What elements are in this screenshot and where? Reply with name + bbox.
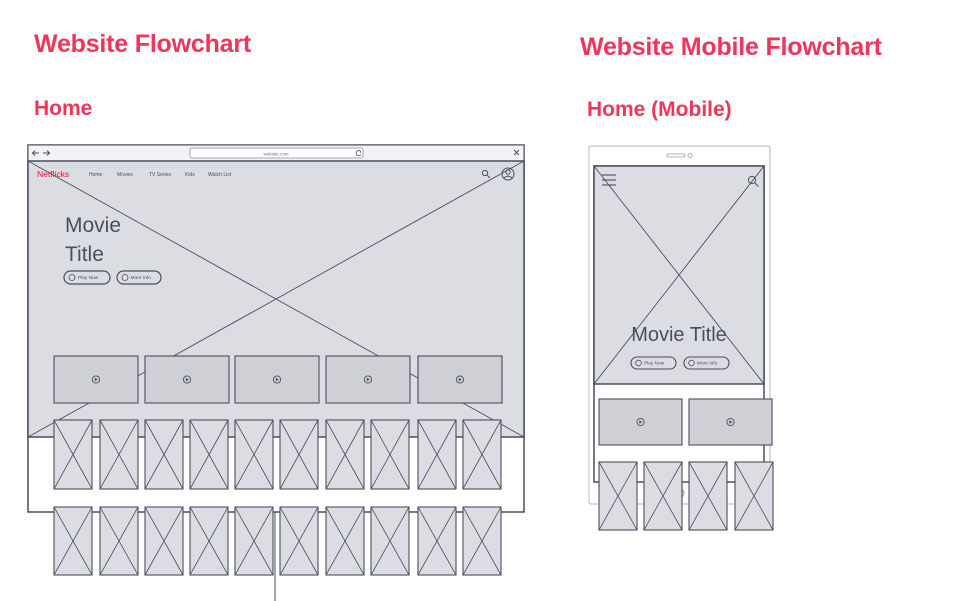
thumbnail-row1-tile-5[interactable] bbox=[234, 419, 274, 490]
nav-movies[interactable]: Movies bbox=[117, 172, 133, 178]
mobile-search-icon[interactable] bbox=[747, 175, 759, 187]
thumbnail-row1-tile-9[interactable] bbox=[417, 419, 457, 490]
play-icon bbox=[363, 375, 373, 384]
mobile-featured-tile-2[interactable] bbox=[688, 398, 773, 446]
featured-tile-1[interactable] bbox=[53, 355, 139, 404]
nav-watch-list[interactable]: Watch List bbox=[208, 172, 232, 178]
play-now-button[interactable]: Play Now bbox=[63, 270, 111, 285]
hero-title-line2: Title bbox=[65, 243, 104, 266]
thumbnail-row1-tile-10[interactable] bbox=[462, 419, 502, 490]
mobile-page-label: Home (Mobile) bbox=[587, 98, 732, 121]
thumbnail-row1-tile-3[interactable] bbox=[144, 419, 184, 490]
nav-home[interactable]: Home bbox=[89, 172, 103, 178]
close-icon[interactable] bbox=[513, 149, 520, 156]
search-icon[interactable] bbox=[481, 169, 491, 179]
hero-title-line1: Movie bbox=[65, 214, 121, 237]
thumbnail-row1-tile-7[interactable] bbox=[325, 419, 365, 490]
thumbnail-row2-tile-2[interactable] bbox=[99, 506, 139, 576]
nav-kids[interactable]: Kids bbox=[185, 172, 195, 178]
play-icon bbox=[91, 375, 101, 384]
nav-tv-series[interactable]: TV Series bbox=[149, 172, 171, 178]
thumbnail-row2-tile-10[interactable] bbox=[462, 506, 502, 576]
mobile-flowchart-title: Website Mobile Flowchart bbox=[580, 33, 882, 61]
play-icon bbox=[455, 375, 465, 384]
phone-camera bbox=[687, 153, 693, 158]
thumbnail-row2-tile-7[interactable] bbox=[325, 506, 365, 576]
play-icon bbox=[272, 375, 282, 384]
thumbnail-row2-tile-9[interactable] bbox=[417, 506, 457, 576]
mobile-thumbnail-tile-4[interactable] bbox=[734, 461, 774, 531]
thumbnail-row1-tile-1[interactable] bbox=[53, 419, 93, 490]
hamburger-menu-icon[interactable] bbox=[602, 174, 616, 186]
profile-icon[interactable] bbox=[501, 167, 515, 181]
play-icon bbox=[636, 417, 645, 427]
url-text: website.com bbox=[263, 151, 288, 156]
mobile-thumbnail-tile-2[interactable] bbox=[643, 461, 683, 531]
thumbnail-row2-tile-1[interactable] bbox=[53, 506, 93, 576]
mobile-featured-tile-1[interactable] bbox=[598, 398, 683, 446]
mobile-hero-title: Movie Title bbox=[631, 324, 727, 346]
reload-icon[interactable] bbox=[355, 150, 362, 157]
mobile-thumbnail-tile-1[interactable] bbox=[598, 461, 638, 531]
svg-text:More Info: More Info bbox=[131, 275, 152, 281]
desktop-flowchart-title: Website Flowchart bbox=[34, 30, 252, 58]
thumbnail-row1-tile-6[interactable] bbox=[279, 419, 319, 490]
mobile-more-info-button[interactable]: More Info bbox=[683, 356, 730, 370]
desktop-page-label: Home bbox=[34, 97, 93, 120]
svg-text:Play Now: Play Now bbox=[78, 275, 99, 281]
phone-speaker bbox=[666, 153, 686, 158]
more-info-button[interactable]: More Info bbox=[116, 270, 162, 285]
featured-tile-3[interactable] bbox=[234, 355, 320, 404]
site-logo[interactable]: Netflicks bbox=[37, 169, 69, 179]
thumbnail-row2-tile-8[interactable] bbox=[370, 506, 410, 576]
thumbnail-row2-tile-4[interactable] bbox=[189, 506, 229, 576]
featured-tile-5[interactable] bbox=[417, 355, 503, 404]
featured-tile-2[interactable] bbox=[144, 355, 230, 404]
thumbnail-row1-tile-2[interactable] bbox=[99, 419, 139, 490]
back-arrow-icon[interactable] bbox=[31, 150, 40, 156]
play-icon bbox=[182, 375, 192, 384]
svg-text:Play Now: Play Now bbox=[644, 361, 665, 367]
thumbnail-row2-tile-6[interactable] bbox=[279, 506, 319, 576]
featured-tile-4[interactable] bbox=[325, 355, 411, 404]
thumbnail-row1-tile-8[interactable] bbox=[370, 419, 410, 490]
forward-arrow-icon[interactable] bbox=[43, 150, 51, 156]
svg-text:More Info: More Info bbox=[697, 361, 718, 367]
play-icon bbox=[726, 417, 735, 427]
url-field[interactable] bbox=[189, 147, 364, 159]
thumbnail-row2-tile-5[interactable] bbox=[234, 506, 274, 576]
thumbnail-row2-tile-3[interactable] bbox=[144, 506, 184, 576]
mobile-thumbnail-tile-3[interactable] bbox=[688, 461, 728, 531]
mobile-play-now-button[interactable]: Play Now bbox=[630, 356, 677, 370]
thumbnail-row1-tile-4[interactable] bbox=[189, 419, 229, 490]
